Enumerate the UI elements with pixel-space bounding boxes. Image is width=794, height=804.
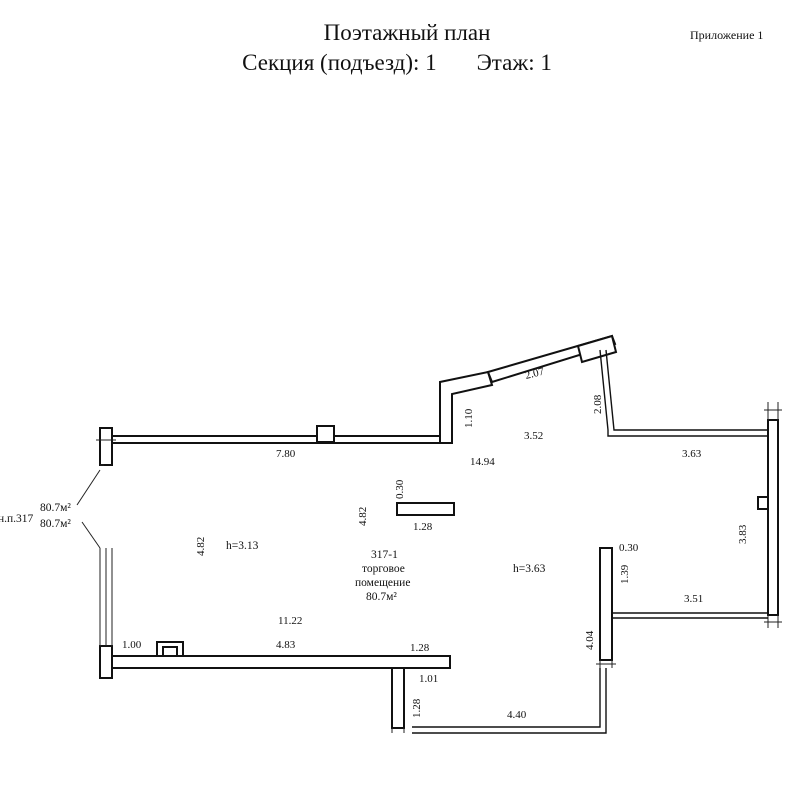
side-area-a: 80.7м² <box>40 502 71 514</box>
dim-bottom-left: 1.00 <box>122 639 142 651</box>
leader-lower <box>81 521 101 549</box>
dim-inner-wall-offset: 0.30 <box>619 542 639 554</box>
dim-inner-wall-vertical: 1.39 <box>619 564 631 584</box>
wall-bottom-left <box>107 655 451 669</box>
wall-step <box>391 667 405 729</box>
height-right: h=3.63 <box>513 563 546 575</box>
dim-column-width: 1.28 <box>413 521 433 533</box>
dim-right-side: 3.83 <box>737 524 749 544</box>
wall-right-bottom <box>611 612 768 619</box>
dim-top-wall: 7.80 <box>276 448 296 460</box>
side-ref: н.п.317 <box>0 513 34 525</box>
wall-right-top-break <box>764 402 782 420</box>
wall-left-bottom-end <box>99 645 113 679</box>
page-title: Поэтажный план <box>323 20 491 45</box>
wall-bottom-right <box>412 668 607 734</box>
column-top <box>316 425 335 443</box>
floor-label: Этаж: 1 <box>476 50 552 75</box>
wall-inner-break <box>596 660 616 668</box>
section-floor-line: Секция (подъезд): 1 Этаж: 1 <box>0 50 794 76</box>
dim-step-depth: 1.01 <box>419 673 438 685</box>
wall-right-window <box>757 496 769 510</box>
dim-angled-wall: 2.07 <box>524 365 546 381</box>
wall-right <box>767 419 779 616</box>
dim-step-top: 1.28 <box>410 642 430 654</box>
wall-pilaster <box>439 370 494 444</box>
labels: н.п.317 80.7м² 80.7м² 317-1 торговое пом… <box>0 502 546 603</box>
wall-step-break <box>391 728 405 733</box>
walls <box>96 334 782 734</box>
dim-column-vertical-small: 0.30 <box>394 479 406 499</box>
dim-right-bottom-wall: 3.51 <box>684 593 703 605</box>
section-label: Секция (подъезд): 1 <box>242 50 437 75</box>
dim-bottom-right: 4.40 <box>507 709 527 721</box>
column-bottom-inner <box>162 646 178 657</box>
dim-right-notch-vertical: 2.08 <box>592 394 604 414</box>
wall-right-bottom-break <box>764 615 782 628</box>
dim-right-top-wall: 3.63 <box>682 448 702 460</box>
room-type-2: помещение <box>355 577 410 589</box>
dim-room-length: 14.94 <box>470 456 495 468</box>
dim-pilaster: 1.10 <box>463 408 475 428</box>
dim-bottom-span: 11.22 <box>278 615 302 627</box>
wall-right-notch-inner <box>605 349 770 431</box>
dim-left-height: 4.82 <box>195 537 207 556</box>
dim-bottom-mid: 4.83 <box>276 639 296 651</box>
appendix-label: Приложение 1 <box>690 28 764 42</box>
room-type-1: торговое <box>362 563 405 575</box>
wall-right-notch <box>599 349 770 437</box>
leader-lines <box>76 469 101 549</box>
column-center <box>396 502 455 516</box>
wall-inner-vertical <box>599 547 613 661</box>
wall-top-left <box>111 435 446 444</box>
leader-upper <box>76 469 101 506</box>
dim-inner-wall-long: 4.04 <box>584 630 596 650</box>
height-left: h=3.13 <box>226 540 259 552</box>
side-area-b: 80.7м² <box>40 518 71 530</box>
wall-angled-end <box>576 334 618 364</box>
room-area: 80.7м² <box>366 591 397 603</box>
wall-left-end <box>99 427 113 466</box>
wall-left-window <box>99 548 113 646</box>
wall-left-upper-window <box>96 439 116 466</box>
dim-upper-right-inner: 3.52 <box>524 430 543 442</box>
room-number: 317-1 <box>371 549 398 561</box>
dim-step-vertical: 1.28 <box>411 698 423 718</box>
dim-column-vertical: 4.82 <box>357 507 369 526</box>
dimensions: 7.80 2.07 1.10 2.08 3.52 14.94 3.63 3.83… <box>122 365 749 721</box>
